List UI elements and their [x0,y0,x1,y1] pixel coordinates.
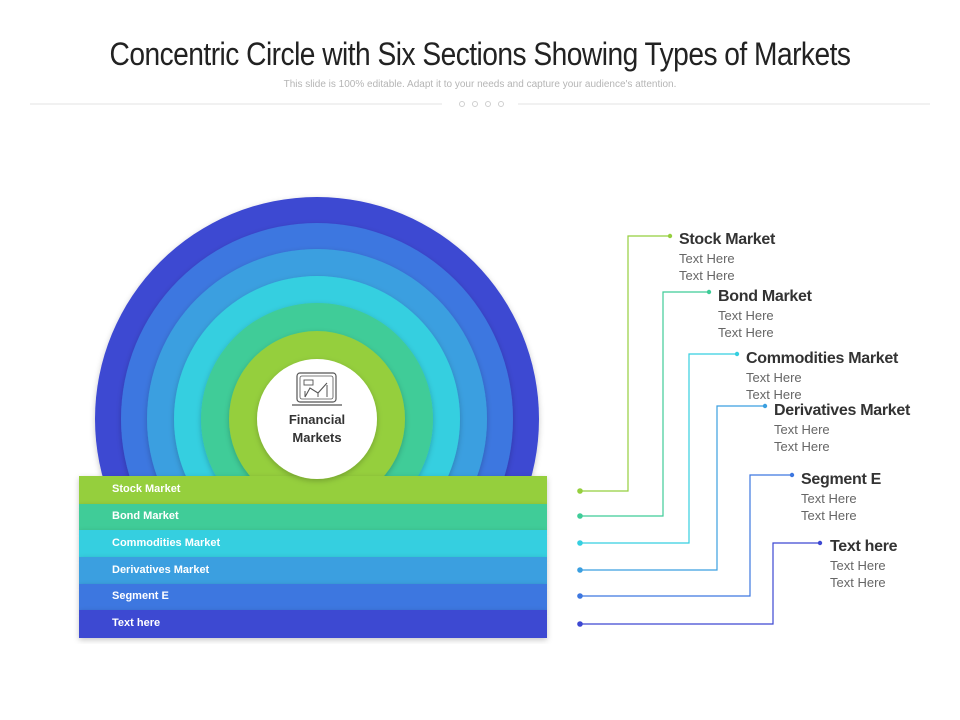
leader-line-3 [580,353,737,544]
callout-title: Segment E [801,471,881,488]
leader-line-5 [580,474,792,597]
band-label-2: Bond Market [112,510,179,522]
leader-start-dot-3 [577,540,583,546]
band-5 [79,584,547,610]
callout-title: Bond Market [718,288,812,305]
band-4 [79,557,547,584]
callout-text-line: Text Here [774,422,830,437]
callout-text-line: Text Here [746,387,802,402]
leader-end-dot-2 [706,289,712,295]
callout-text-line: Text Here [801,508,857,523]
slide-title: Concentric Circle with Six Sections Show… [109,36,851,72]
leader-start-dot-2 [577,513,583,519]
callout-text-line: Text Here [718,308,774,323]
callout-title: Stock Market [679,231,775,248]
band-6 [79,610,547,638]
band-label-5: Segment E [112,590,169,602]
leader-line-6 [580,542,820,625]
band-label-1: Stock Market [112,483,181,495]
leader-line-2 [580,291,709,517]
title-divider [30,101,930,107]
leader-end-dot-3 [734,351,740,357]
leader-end-dot-6 [817,540,823,546]
callout-text-line: Text Here [830,575,886,590]
callout-text-line: Text Here [718,325,774,340]
center-label-line1: Financial [288,412,346,427]
callout-text-line: Text Here [679,268,735,283]
callout-text-line: Text Here [801,491,857,506]
band-1 [79,476,547,504]
callout-text-line: Text Here [774,439,830,454]
leader-end-dot-4 [762,403,768,409]
callout-title: Derivatives Market [774,402,911,419]
leader-line-1 [580,235,670,492]
leader-start-dot-5 [577,593,583,599]
band-label-4: Derivatives Market [112,563,210,576]
leader-start-dot-4 [577,567,583,573]
chart-board-icon [292,372,342,406]
band-label-6: Text here [112,617,161,629]
callout-title: Commodities Market [746,350,898,367]
band-label-3: Commodities Market [112,536,221,549]
slide-subtitle: This slide is 100% editable. Adapt it to… [283,79,677,90]
callout-text-line: Text Here [679,251,735,266]
center-circle [257,359,377,479]
leader-start-dot-6 [577,621,583,627]
leader-end-dot-1 [667,233,673,239]
callout-text-line: Text Here [830,558,886,573]
band-3 [79,530,547,557]
leader-end-dot-5 [789,472,795,478]
callout-title: Text here [830,538,898,555]
center-label: Financial Markets [258,411,376,447]
callout-text-line: Text Here [746,370,802,385]
band-2 [79,504,547,530]
leader-line-4 [580,405,765,571]
leader-start-dot-1 [577,488,583,494]
center-label-line2: Markets [292,430,342,445]
